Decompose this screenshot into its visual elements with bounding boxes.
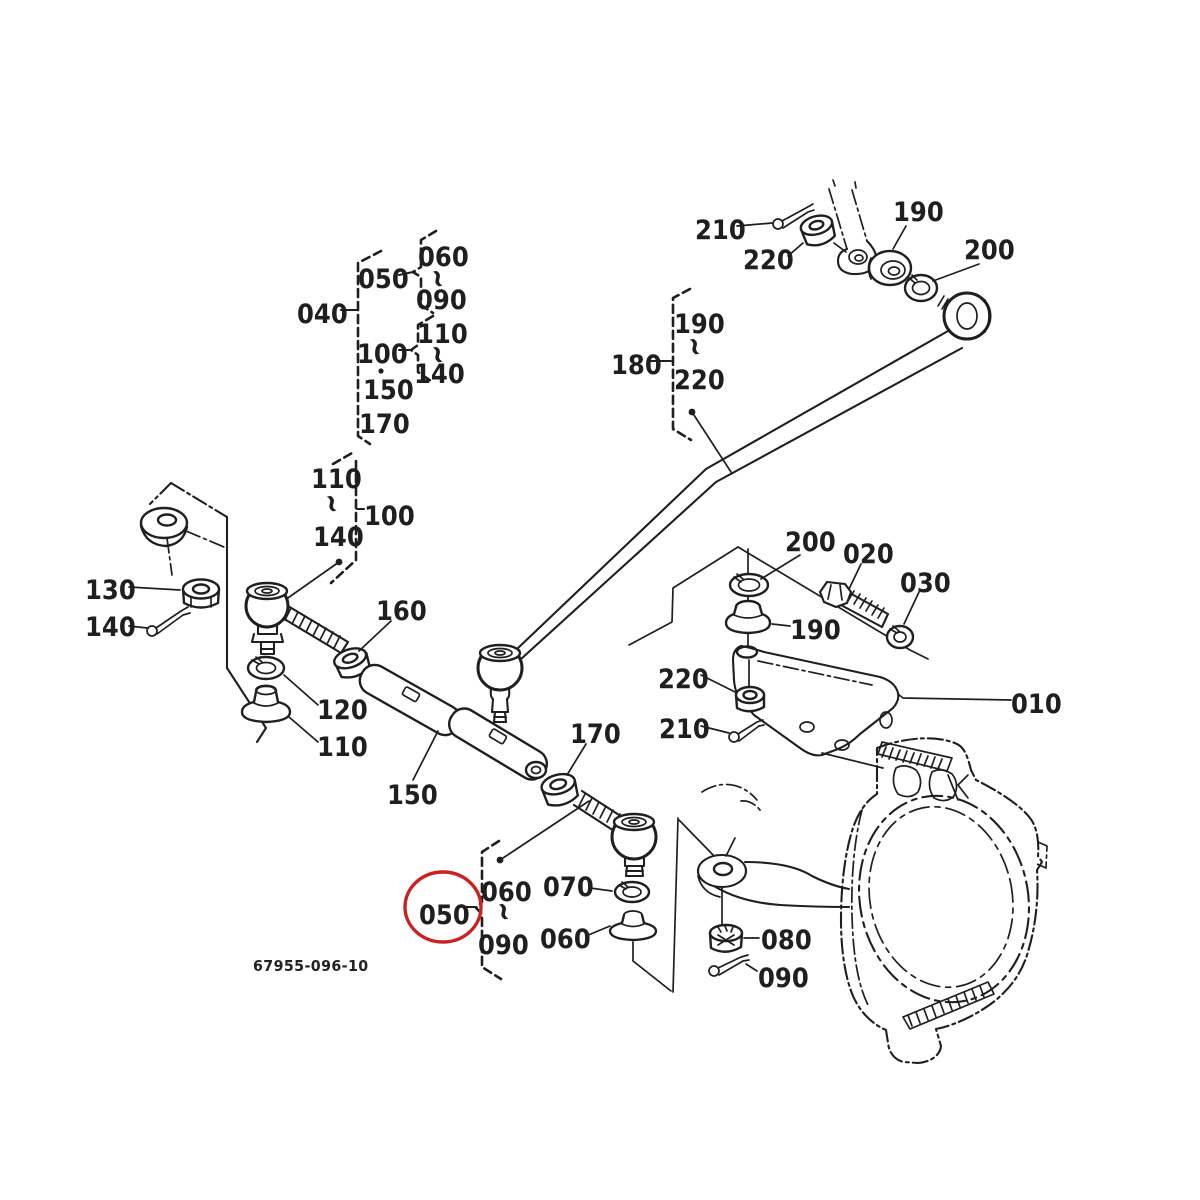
bracket-100-kit [284, 451, 366, 601]
part-callout-100-5[interactable]: 100 [357, 339, 408, 370]
panel-boundaries [628, 546, 929, 993]
tie-rod-end-left [244, 581, 350, 656]
part-callout-190-24[interactable]: 190 [893, 197, 944, 228]
part-callout-050-1[interactable]: 050 [358, 264, 409, 295]
tie-rod-tube-150 [358, 663, 549, 781]
nut-130 [128, 578, 221, 609]
knuckle-arm [696, 837, 851, 926]
part-callout-220-23[interactable]: 220 [743, 245, 794, 276]
part-callout-110-11[interactable]: 110 [311, 464, 362, 495]
part-callout-170-21[interactable]: 170 [570, 719, 621, 750]
part-callout-010-36[interactable]: 010 [1011, 689, 1062, 720]
bracket-180-kit [649, 287, 732, 473]
seal-190-arm [724, 595, 791, 649]
part-callout-220-34[interactable]: 220 [658, 664, 709, 695]
drag-link-front-end [476, 643, 524, 724]
part-callout-110-6[interactable]: 110 [417, 319, 468, 350]
part-callout-030-32[interactable]: 030 [900, 568, 951, 599]
part-callout-110-19[interactable]: 110 [317, 732, 368, 763]
steering-arm-bracket-010 [731, 644, 1012, 769]
cotter-pin-210-rear [736, 203, 815, 230]
cotter-pin-210-arm [700, 719, 765, 743]
nut-220-arm [700, 659, 766, 713]
part-callout-210-35[interactable]: 210 [659, 714, 710, 745]
part-callout-210-22[interactable]: 210 [695, 215, 746, 246]
castle-nut-080 [708, 923, 760, 953]
washer-200-arm [728, 554, 801, 598]
part-callout-200-30[interactable]: 200 [785, 527, 836, 558]
drag-link-rear-end [937, 291, 992, 341]
bolt-020 [818, 563, 890, 629]
part-callout-090-44[interactable]: 090 [758, 963, 809, 994]
washer-200-rear [903, 263, 980, 303]
part-callout-130-15[interactable]: 130 [85, 575, 136, 606]
seal-190-rear [867, 225, 913, 287]
part-callout-120-18[interactable]: 120 [317, 695, 368, 726]
leader-160 [358, 620, 392, 652]
bracket-050-kit [464, 800, 590, 981]
part-callout-040-0[interactable]: 040 [297, 299, 348, 330]
part-callout-190-33[interactable]: 190 [790, 615, 841, 646]
part-callout-190-27[interactable]: 190 [674, 309, 725, 340]
lock-washer-030 [885, 591, 920, 650]
part-callout-150-20[interactable]: 150 [387, 780, 438, 811]
part-callout-100-14[interactable]: 100 [364, 501, 415, 532]
part-callout-090-40[interactable]: 090 [478, 930, 529, 961]
cotter-pin-090 [708, 954, 758, 977]
tie-rod-end-right [610, 812, 658, 878]
part-callout-140-8[interactable]: 140 [414, 359, 465, 390]
part-callout-090-4[interactable]: 090 [416, 285, 467, 316]
washer-070 [589, 880, 651, 904]
part-callout-020-31[interactable]: 020 [843, 539, 894, 570]
nut-220-rear [787, 214, 837, 257]
jam-nut-170 [540, 772, 579, 807]
washer-120 [246, 655, 319, 706]
left-mount-gusset [139, 481, 268, 744]
highlight-circle [403, 870, 483, 944]
cotter-pin-140 [128, 606, 191, 637]
part-callout-080-43[interactable]: 080 [761, 925, 812, 956]
drag-link-rod [515, 329, 964, 661]
part-callout-170-10[interactable]: 170 [359, 409, 410, 440]
jam-nut-160 [333, 647, 371, 679]
part-callout-060-42[interactable]: 060 [540, 924, 591, 955]
dust-cover-060 [585, 910, 672, 992]
part-callout-050-37[interactable]: 050 [419, 900, 470, 931]
bracket-040-kit [339, 229, 438, 446]
part-callout-150-9[interactable]: 150 [363, 375, 414, 406]
dust-cover-110 [240, 684, 319, 743]
part-callout-220-29[interactable]: 220 [674, 365, 725, 396]
part-callout-060-2[interactable]: 060 [418, 242, 469, 273]
part-callout-060-38[interactable]: 060 [481, 877, 532, 908]
part-callout-070-41[interactable]: 070 [543, 872, 594, 903]
part-callout-140-13[interactable]: 140 [313, 522, 364, 553]
part-callout-160-17[interactable]: 160 [376, 596, 427, 627]
part-callout-200-25[interactable]: 200 [964, 235, 1015, 266]
knuckle-housing-phantom [701, 737, 1048, 1065]
leader-170 [566, 743, 587, 776]
drawing-number-text: 67955-096-10 [253, 957, 369, 975]
part-callout-140-16[interactable]: 140 [85, 612, 136, 643]
part-callout-180-26[interactable]: 180 [611, 350, 662, 381]
